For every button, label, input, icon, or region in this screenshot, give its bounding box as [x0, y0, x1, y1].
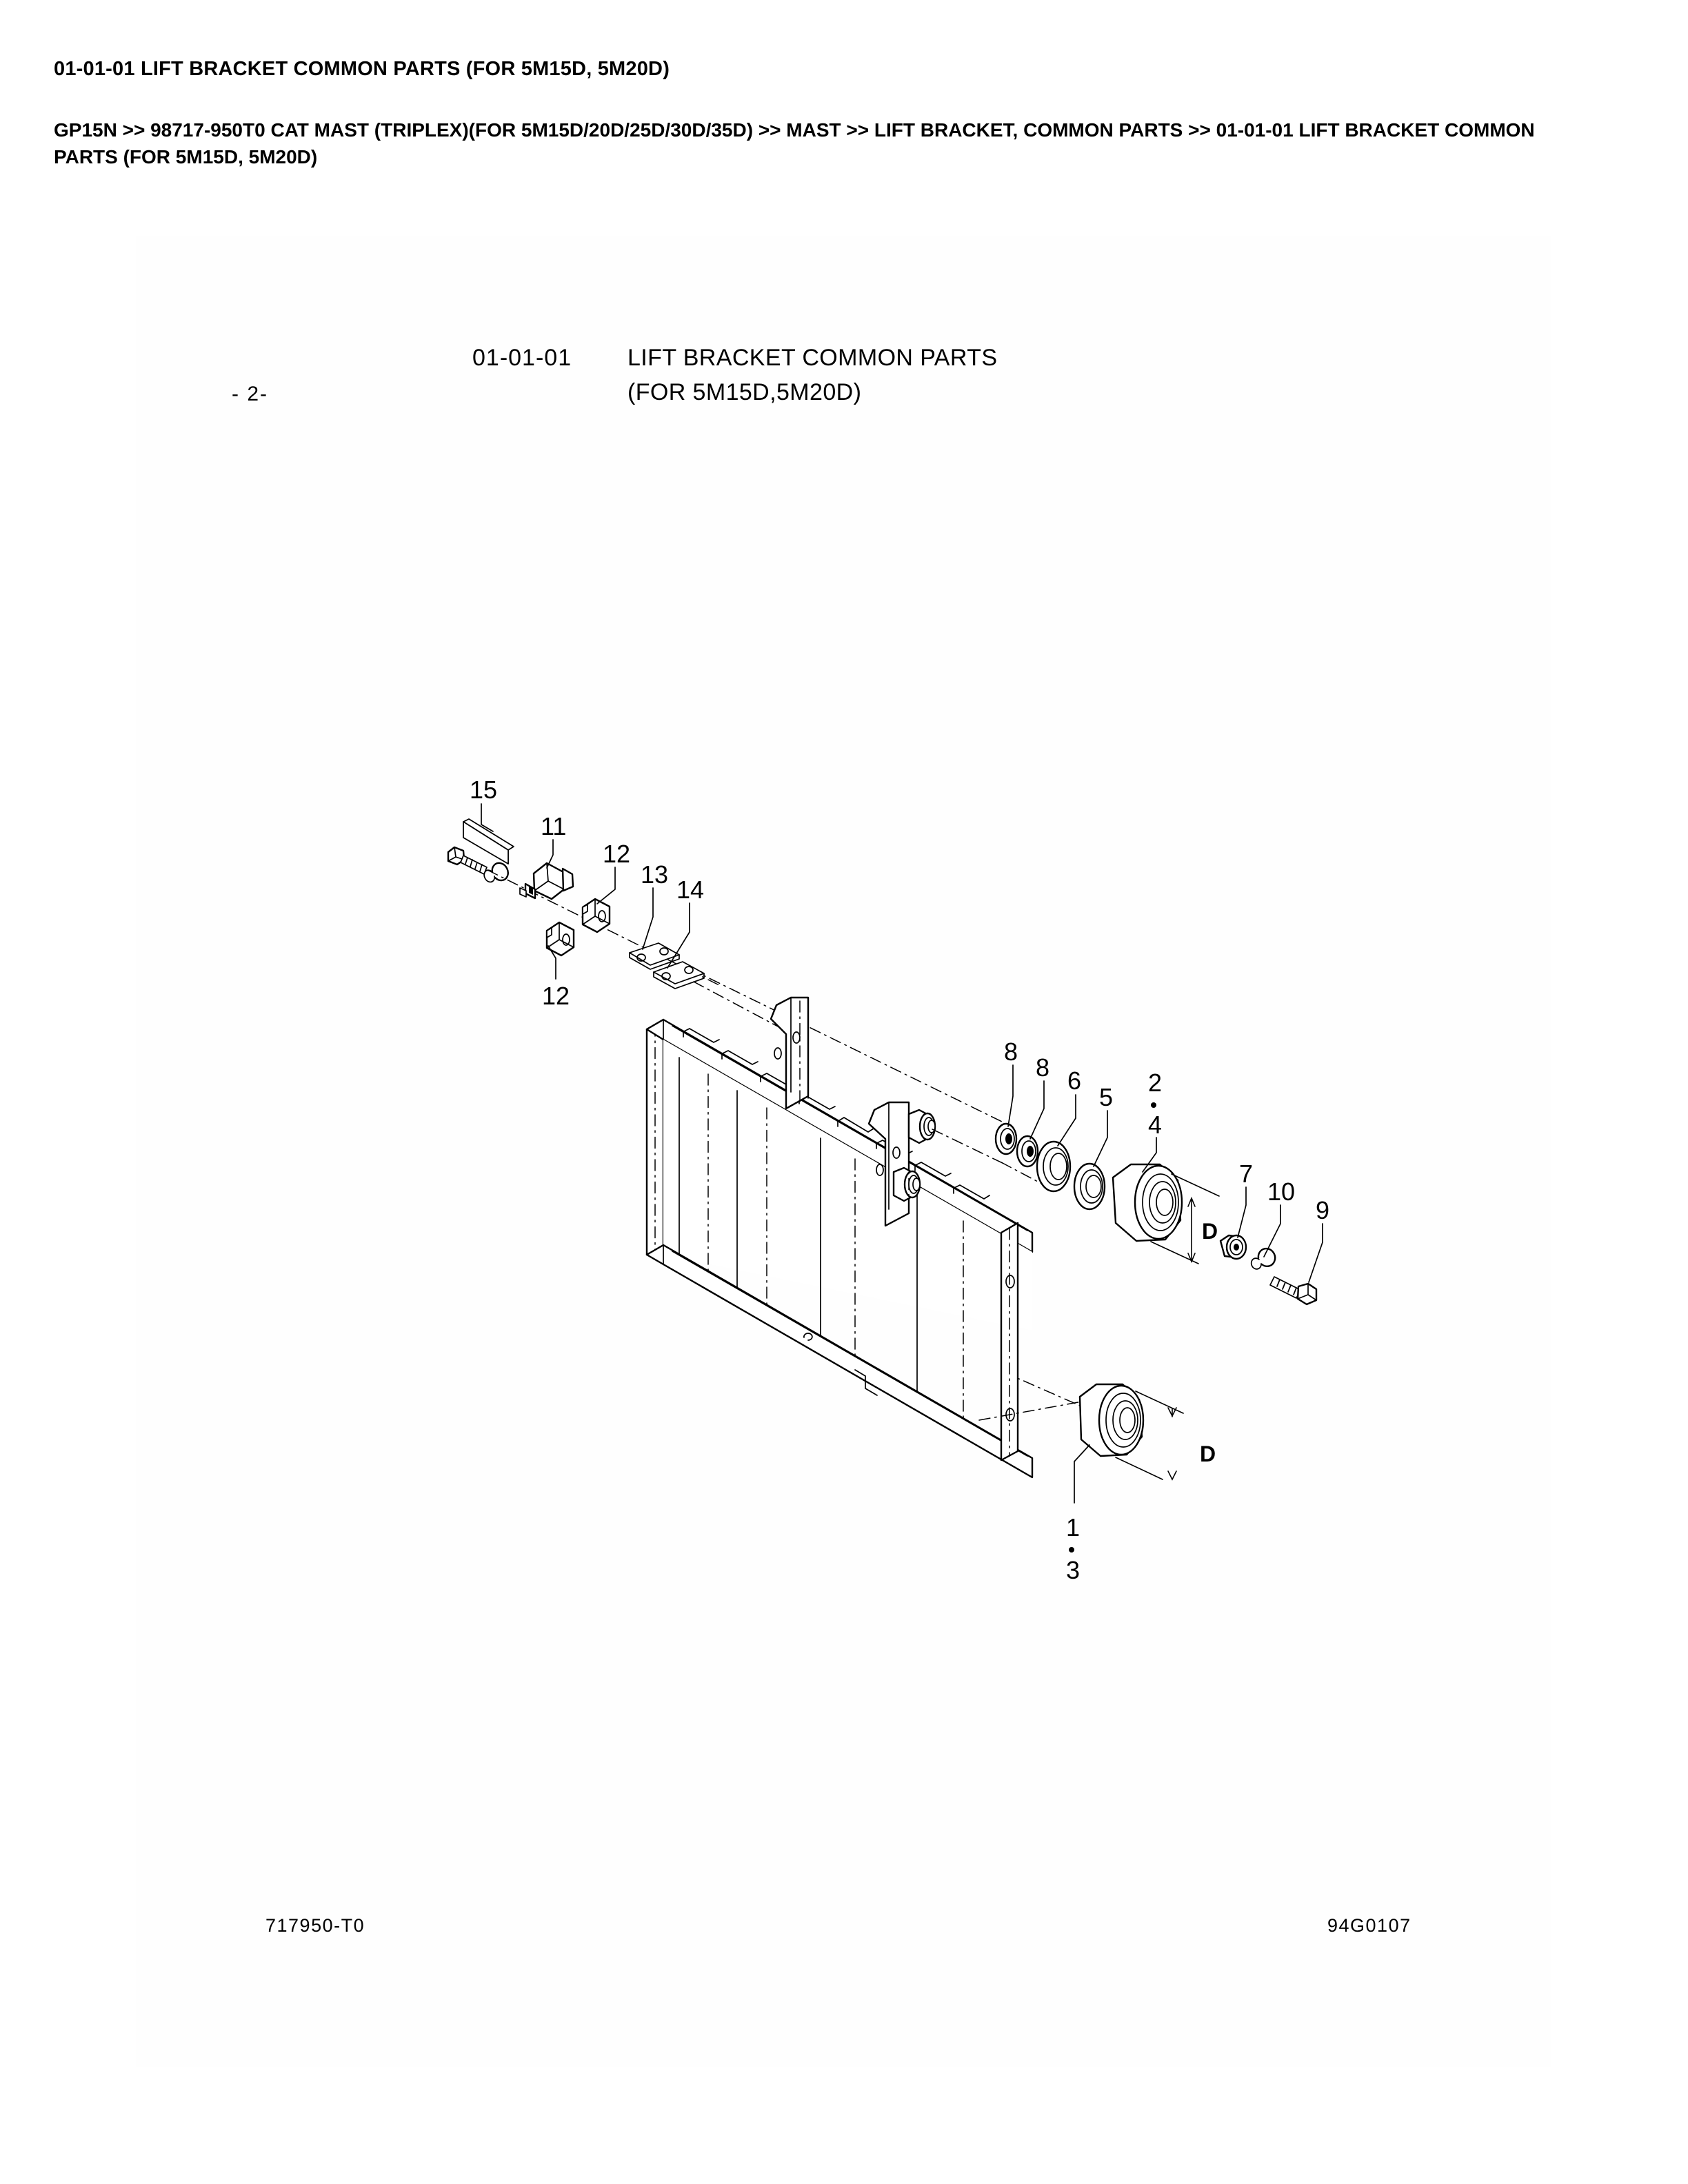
dimension-D-upper — [1150, 1173, 1220, 1264]
callout-3-label: 3 — [1066, 1556, 1080, 1584]
carriage-hub-lower — [892, 1166, 921, 1202]
part-2-4-load-roller — [1112, 1163, 1183, 1242]
part-5-ring — [1073, 1162, 1106, 1211]
callout-12-upper-label: 12 — [603, 840, 630, 868]
callout-9-label: 9 — [1316, 1196, 1329, 1224]
leader-1-3 — [1074, 1444, 1090, 1504]
callout-separator-dot-1-3 — [1069, 1547, 1074, 1553]
dimension-D-lower — [1115, 1391, 1184, 1481]
leader-9 — [1308, 1223, 1323, 1283]
callout-1-label: 1 — [1066, 1513, 1080, 1541]
diagram-name-line1: LIFT BRACKET COMMON PARTS — [627, 345, 998, 371]
callout-13-label: 13 — [641, 860, 668, 889]
part-9-hex-bolt — [1269, 1276, 1318, 1306]
carriage-hub-upper — [907, 1109, 936, 1144]
leader-13 — [642, 887, 654, 950]
footer-revision-code: 94G0107 — [1327, 1915, 1411, 1936]
callout-6-label: 6 — [1067, 1066, 1081, 1095]
part-10-snap-ring — [1250, 1247, 1276, 1270]
diagram-name-line2: (FOR 5M15D,5M20D) — [627, 379, 862, 405]
breadcrumb: GP15N >> 98717-950T0 CAT MAST (TRIPLEX)(… — [54, 119, 1535, 168]
leader-5 — [1093, 1110, 1108, 1167]
part-6-ring — [1036, 1140, 1072, 1193]
dimension-D-lower-label: D — [1200, 1442, 1216, 1466]
footer-drawing-number: 717950-T0 — [265, 1915, 365, 1936]
part-7-plug-cap — [1219, 1234, 1247, 1260]
leader-6 — [1057, 1094, 1076, 1146]
leader-15 — [481, 803, 494, 832]
leader-2-4 — [1142, 1137, 1157, 1173]
page-number-marker: - 2- — [232, 383, 268, 405]
part-15-bolt-and-plate — [447, 818, 514, 883]
part-12-lock-block-b — [545, 921, 575, 957]
leader-7 — [1237, 1186, 1247, 1238]
leader-8a — [1007, 1064, 1014, 1127]
dimension-D-upper-label: D — [1202, 1219, 1218, 1244]
part-14-shim-plate — [653, 961, 705, 989]
callout-11-label: 11 — [541, 812, 566, 840]
leader-8b — [1029, 1080, 1045, 1140]
part-8a-washer — [994, 1122, 1018, 1155]
callout-7-label: 7 — [1239, 1160, 1253, 1188]
callout-12-lower-label: 12 — [542, 982, 570, 1010]
part-11-hub-assembly — [519, 862, 574, 900]
leader-10 — [1263, 1204, 1281, 1257]
part-1-3-load-roller — [1078, 1383, 1145, 1457]
callout-2-label: 2 — [1148, 1069, 1162, 1097]
callout-separator-dot-2-4 — [1151, 1102, 1156, 1108]
leader-11 — [546, 839, 554, 869]
part-13-shim-plate — [629, 942, 680, 970]
leader-12-upper — [596, 867, 616, 904]
callout-8a-label: 8 — [1004, 1038, 1018, 1066]
leader-14 — [667, 902, 690, 969]
callout-10-label: 10 — [1267, 1177, 1295, 1206]
part-12-lock-block-a — [581, 898, 611, 933]
callout-4-label: 4 — [1148, 1111, 1162, 1139]
page-title: 01-01-01 LIFT BRACKET COMMON PARTS (FOR … — [54, 58, 670, 80]
part-8b-washer — [1016, 1135, 1039, 1168]
callout-15-label: 15 — [470, 776, 497, 804]
callout-5-label: 5 — [1099, 1083, 1113, 1111]
diagram-code: 01-01-01 — [472, 345, 572, 371]
callout-14-label: 14 — [676, 876, 704, 904]
callout-8b-label: 8 — [1036, 1053, 1049, 1082]
part-lift-bracket-carriage — [645, 996, 1034, 1479]
leader-12-lower — [547, 945, 556, 980]
